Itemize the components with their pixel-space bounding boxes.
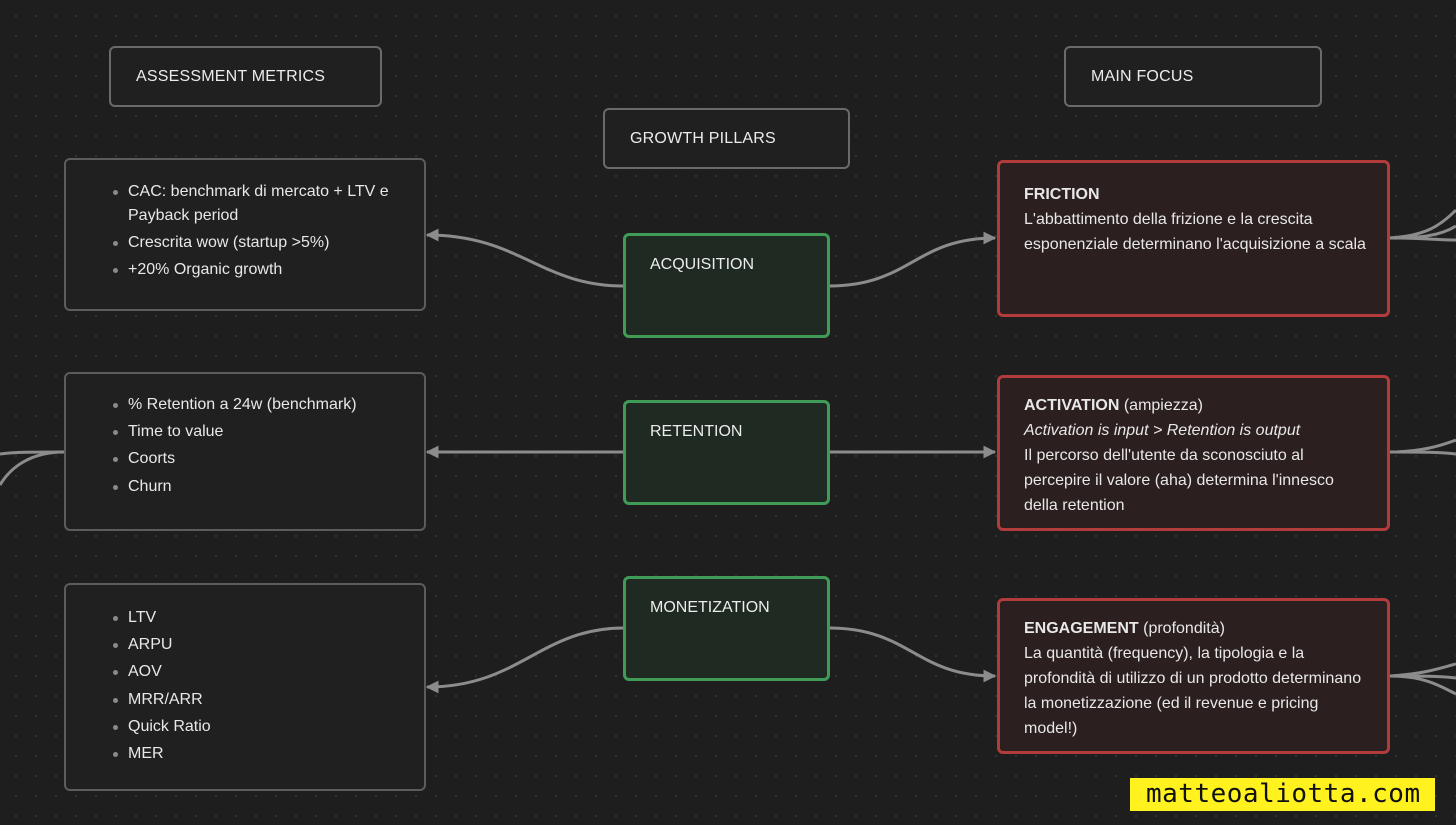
list-item: MRR/ARR: [66, 688, 424, 712]
list-item: MER: [66, 742, 424, 766]
connector-engagement-offscreen-3: [1388, 662, 1456, 678]
list-item: Churn: [66, 475, 424, 499]
friction-description: L'abbattimento della frizione e la cresc…: [1024, 211, 1366, 253]
connector-engagement-offscreen-2: [1388, 674, 1456, 696]
pillar-acquisition[interactable]: ACQUISITION: [623, 233, 830, 338]
list-item: AOV: [66, 660, 424, 684]
list-item: Time to value: [66, 420, 424, 444]
watermark-label: matteoaliotta.com: [1130, 778, 1435, 811]
assessment-metrics-header[interactable]: ASSESSMENT METRICS: [109, 46, 382, 107]
list-item: Crescrita wow (startup >5%): [66, 231, 424, 255]
connector-activation-offscreen-2: [1388, 438, 1456, 454]
connector-monetization-to-metrics: [425, 626, 625, 694]
focus-friction-card[interactable]: FRICTION L'abbattimento della frizione e…: [997, 160, 1390, 317]
pillar-monetization[interactable]: MONETIZATION: [623, 576, 830, 681]
connector-offscreen-left-retention-2: [0, 450, 65, 486]
list-item: % Retention a 24w (benchmark): [66, 393, 424, 417]
list-item: Quick Ratio: [66, 715, 424, 739]
main-focus-header[interactable]: MAIN FOCUS: [1064, 46, 1322, 107]
retention-metrics-card[interactable]: % Retention a 24w (benchmark) Time to va…: [64, 372, 426, 531]
activation-description: Il percorso dell'utente da sconosciuto a…: [1024, 447, 1334, 514]
monetization-metrics-card[interactable]: LTV ARPU AOV MRR/ARR Quick Ratio MER: [64, 583, 426, 791]
connector-acquisition-to-friction: [828, 231, 997, 288]
engagement-title: ENGAGEMENT: [1024, 620, 1139, 637]
activation-title: ACTIVATION: [1024, 397, 1120, 414]
engagement-qualifier: (profondità): [1138, 620, 1225, 637]
acquisition-metrics-list: CAC: benchmark di mercato + LTV e Paybac…: [66, 180, 424, 282]
activation-qualifier: (ampiezza): [1119, 397, 1203, 414]
retention-metrics-list: % Retention a 24w (benchmark) Time to va…: [66, 393, 424, 499]
connector-acquisition-to-metrics: [425, 228, 625, 288]
focus-activation-card[interactable]: ACTIVATION (ampiezza) Activation is inpu…: [997, 375, 1390, 531]
connector-friction-offscreen-3: [1388, 208, 1456, 240]
list-item: ARPU: [66, 633, 424, 657]
growth-pillars-header[interactable]: GROWTH PILLARS: [603, 108, 850, 169]
monetization-metrics-list: LTV ARPU AOV MRR/ARR Quick Ratio MER: [66, 606, 424, 766]
focus-engagement-card[interactable]: ENGAGEMENT (profondità) La quantità (fre…: [997, 598, 1390, 754]
list-item: Coorts: [66, 447, 424, 471]
connector-monetization-to-engagement: [828, 626, 997, 683]
activation-tagline: Activation is input > Retention is outpu…: [1024, 422, 1301, 439]
list-item: +20% Organic growth: [66, 258, 424, 282]
list-item: CAC: benchmark di mercato + LTV e Paybac…: [66, 180, 424, 228]
engagement-description: La quantità (frequency), la tipologia e …: [1024, 645, 1362, 737]
friction-title: FRICTION: [1024, 186, 1100, 203]
list-item: LTV: [66, 606, 424, 630]
pillar-retention[interactable]: RETENTION: [623, 400, 830, 505]
acquisition-metrics-card[interactable]: CAC: benchmark di mercato + LTV e Paybac…: [64, 158, 426, 311]
